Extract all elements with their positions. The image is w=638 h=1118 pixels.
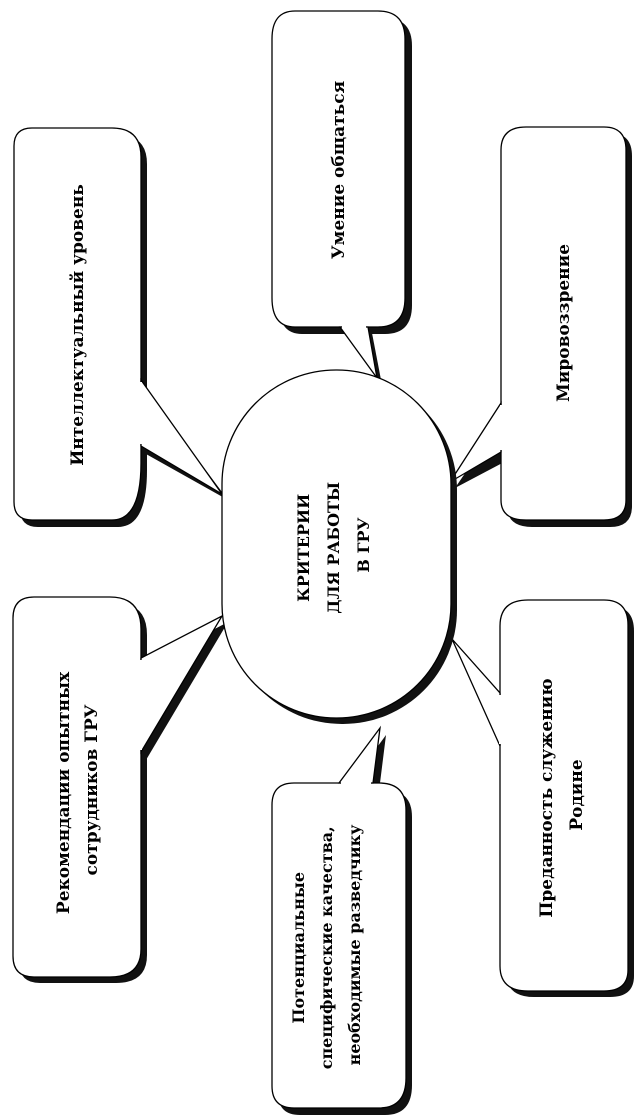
label-communication: Умение общаться xyxy=(329,81,349,259)
center-title: КРИТЕРИИ ДЛЯ РАБОТЫ В ГРУ xyxy=(294,476,373,613)
callout-worldview: Мировоззрение xyxy=(449,126,632,527)
label-worldview: Мировоззрение xyxy=(554,244,574,402)
callout-communication: Умение общаться xyxy=(271,10,412,385)
label-recommendations: Рекомендации опытных сотрудников ГРУ xyxy=(54,666,102,914)
center-node: КРИТЕРИИ ДЛЯ РАБОТЫ В ГРУ xyxy=(221,369,457,724)
label-intellectual-level: Интеллектуальный уровень xyxy=(68,184,88,466)
callout-devotion: Преданность служению Родине xyxy=(451,599,634,997)
callout-recommendations: Рекомендации опытных сотрудников ГРУ xyxy=(12,596,228,983)
label-qualities: Потенциальные специфические качества, не… xyxy=(289,821,364,1070)
callout-intellectual-level: Интеллектуальный уровень xyxy=(13,127,228,527)
label-devotion: Преданность служению Родине xyxy=(537,672,587,917)
callout-qualities: Потенциальные специфические качества, не… xyxy=(271,725,412,1115)
